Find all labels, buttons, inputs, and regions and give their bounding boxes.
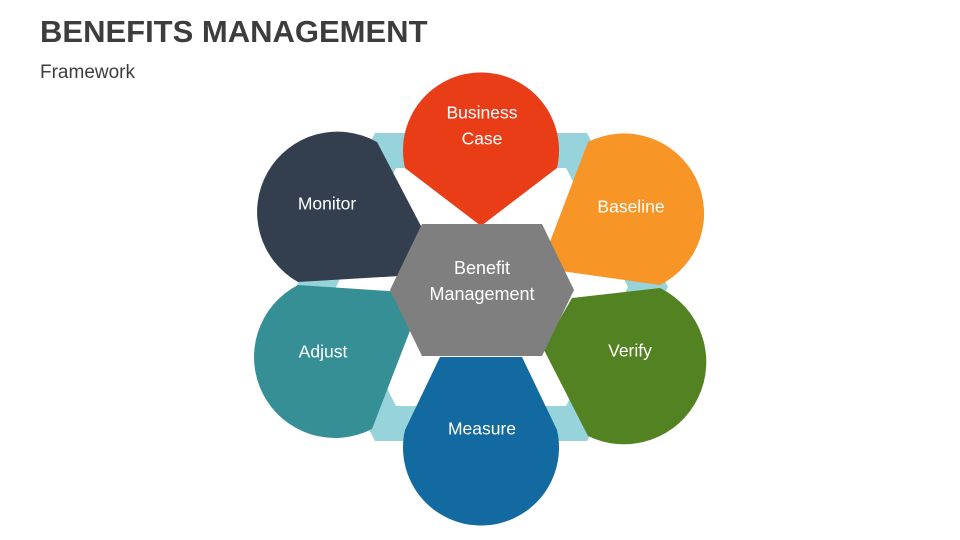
petal-shape bbox=[543, 288, 707, 445]
page-subtitle: Framework bbox=[40, 62, 136, 83]
petal-label: Business bbox=[446, 103, 517, 123]
petal-business-case[interactable]: Business Case bbox=[403, 72, 560, 226]
petal-label: Verify bbox=[608, 341, 652, 361]
petal-label: Case bbox=[462, 129, 503, 149]
petal-verify[interactable]: Verify bbox=[543, 288, 707, 445]
petal-label: Measure bbox=[448, 419, 516, 439]
page-title: BENEFITS MANAGEMENT bbox=[40, 14, 428, 49]
petal-adjust[interactable]: Adjust bbox=[254, 285, 418, 438]
petal-label: Monitor bbox=[298, 194, 357, 214]
petal-shape bbox=[257, 131, 422, 282]
petal-baseline[interactable]: Baseline bbox=[540, 133, 705, 285]
petal-shape bbox=[254, 285, 418, 438]
petal-shape bbox=[540, 133, 705, 285]
petal-label: Adjust bbox=[299, 342, 348, 362]
center-label: Management bbox=[429, 284, 534, 304]
center-hub[interactable]: Benefit Management bbox=[390, 224, 574, 356]
center-label: Benefit bbox=[454, 258, 510, 278]
petal-measure[interactable]: Measure bbox=[403, 357, 560, 526]
petal-monitor[interactable]: Monitor bbox=[257, 131, 422, 282]
petal-shape bbox=[403, 357, 560, 526]
center-hexagon bbox=[390, 224, 574, 356]
petal-label: Baseline bbox=[597, 197, 664, 217]
petal-shape bbox=[403, 72, 560, 226]
